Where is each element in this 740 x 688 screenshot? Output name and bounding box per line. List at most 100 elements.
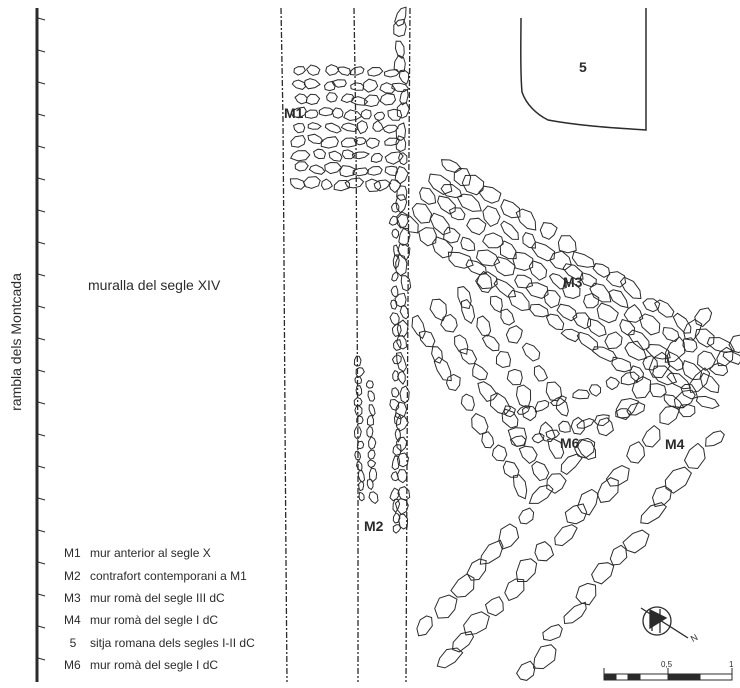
- stone: [694, 328, 715, 348]
- stone: [399, 305, 410, 320]
- stone: [396, 452, 410, 468]
- stone: [434, 594, 458, 619]
- stone: [539, 222, 558, 240]
- stone: [629, 365, 645, 384]
- stone: [640, 502, 667, 525]
- stone: [392, 512, 401, 524]
- stone: [507, 289, 530, 312]
- stone: [355, 367, 365, 379]
- scale-bar: [603, 668, 733, 681]
- stone: [445, 373, 461, 392]
- stone: [500, 220, 519, 240]
- stone: [396, 436, 408, 453]
- stone: [372, 119, 384, 132]
- stone: [354, 405, 363, 417]
- stone: [533, 365, 549, 382]
- stone: [355, 384, 363, 396]
- stone: [349, 66, 365, 76]
- stone: [395, 401, 408, 420]
- stone: [477, 381, 498, 402]
- m2-label: M2: [364, 518, 384, 534]
- stone: [466, 558, 487, 581]
- stone: [398, 69, 410, 85]
- stone: [562, 263, 584, 280]
- stone: [505, 325, 523, 344]
- stone: [395, 122, 407, 142]
- m1-label: M1: [284, 105, 304, 121]
- legend-key: M3: [64, 590, 81, 605]
- stone: [576, 331, 599, 351]
- legend-text: mur romà del segle I dC: [90, 613, 219, 628]
- stone: [694, 307, 713, 327]
- stone: [586, 317, 607, 338]
- street-tick: [37, 497, 46, 501]
- stone: [325, 64, 340, 76]
- stone: [307, 133, 324, 145]
- scale-mid-label: 0,5: [661, 660, 673, 669]
- stone: [391, 387, 400, 398]
- stone: [609, 544, 628, 566]
- stone: [355, 461, 363, 472]
- street-tick: [37, 49, 46, 53]
- stone: [591, 562, 615, 585]
- stone: [466, 217, 487, 236]
- stone: [666, 351, 684, 371]
- stone: [395, 254, 408, 277]
- stone: [443, 226, 461, 244]
- stone: [370, 152, 383, 163]
- stone: [465, 259, 487, 276]
- stone: [479, 539, 504, 565]
- street-tick: [37, 145, 46, 149]
- stone: [419, 187, 437, 205]
- stone: [356, 415, 364, 425]
- stone: [530, 241, 556, 262]
- stone: [390, 285, 399, 298]
- street-tick: [37, 465, 46, 469]
- street-tick: [37, 561, 46, 565]
- stone: [324, 122, 342, 134]
- stone: [303, 78, 321, 90]
- stone: [365, 137, 380, 150]
- stone: [651, 485, 672, 508]
- stone: [528, 484, 554, 504]
- street-tick: [37, 593, 46, 597]
- stone: [294, 93, 308, 105]
- legend-text: mur romà del segle III dC: [90, 590, 225, 605]
- stone: [560, 328, 580, 343]
- stone: [389, 487, 400, 502]
- stone: [626, 441, 646, 464]
- stone: [680, 383, 699, 400]
- street-tick: [37, 433, 46, 437]
- stone: [512, 474, 528, 500]
- stone: [293, 66, 307, 76]
- stone: [482, 232, 504, 249]
- stone: [503, 405, 516, 418]
- stone: [395, 194, 408, 214]
- pit-5-outline: [520, 8, 647, 131]
- street-tick: [37, 401, 46, 405]
- stone: [289, 150, 311, 162]
- stone: [516, 405, 531, 415]
- wall-edge-stones: [388, 6, 412, 534]
- stone: [368, 404, 376, 417]
- stone: [358, 480, 365, 492]
- stone: [333, 179, 351, 192]
- stone: [373, 179, 392, 192]
- stone: [664, 466, 693, 494]
- stone: [341, 149, 356, 160]
- stone: [521, 405, 538, 422]
- stone: [324, 161, 343, 175]
- stone: [619, 276, 642, 300]
- stone: [326, 92, 338, 103]
- street-tick: [37, 241, 46, 245]
- stone: [476, 270, 493, 294]
- stone: [493, 278, 517, 298]
- stone: [392, 369, 399, 382]
- stone: [352, 167, 369, 177]
- stone: [534, 399, 550, 413]
- stone: [583, 292, 600, 309]
- stone: [596, 302, 619, 324]
- stone: [392, 498, 401, 514]
- stone: [522, 232, 536, 249]
- stone: [395, 351, 408, 373]
